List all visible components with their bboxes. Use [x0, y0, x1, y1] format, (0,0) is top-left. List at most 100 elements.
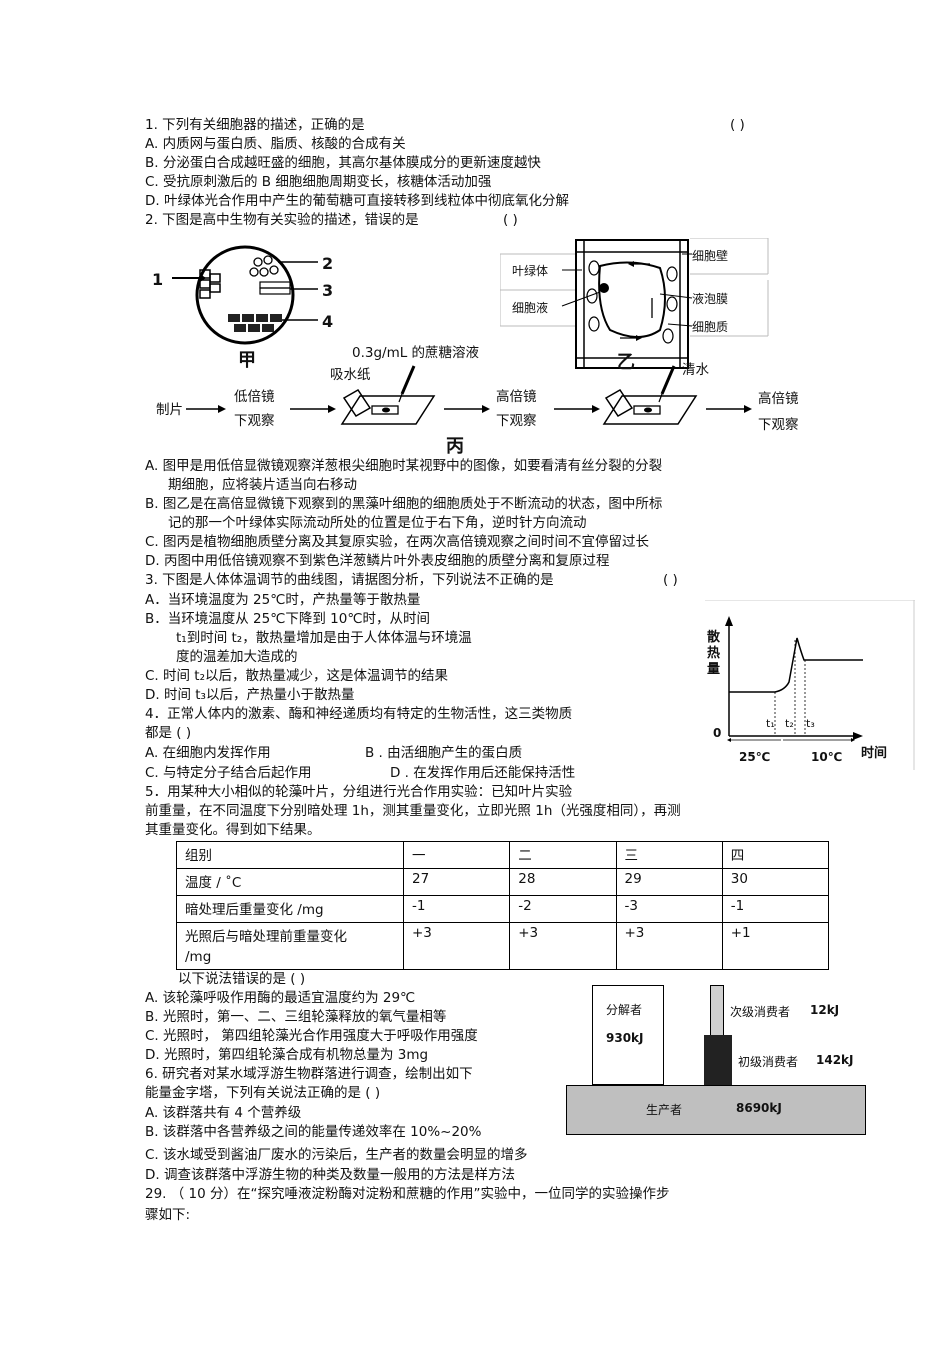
q3-chart-zero: 0	[713, 726, 722, 740]
q6-energy-pyramid: 分解者 930kJ 次级消费者 12kJ 初级消费者 142kJ 生产者 869…	[566, 985, 866, 1135]
q3-chart-t1: t₁	[766, 717, 775, 730]
q1-option-d: D. 叶绿体光合作用中产生的葡萄糖可直接转移到线粒体中彻底氧化分解	[145, 193, 569, 209]
q29-line1: 29. （ 10 分）在“探究唾液淀粉酶对淀粉和蔗糖的作用”实验中，一位同学的实…	[145, 1186, 670, 1202]
q5-stem-cont1: 前重量，在不同温度下分别暗处理 1h，测其重量变化，立即光照 1h（光强度相同）…	[145, 803, 681, 819]
q3-option-b: B．当环境温度从 25℃下降到 10℃时，从时间	[145, 611, 431, 627]
q3-stem: 3. 下图是人体体温调节的曲线图，请据图分析，下列说法不正确的是	[145, 572, 554, 588]
q3-chart-ylabel: 散热量	[707, 630, 721, 677]
q2-option-a: A. 图甲是用低倍显微镜观察洋葱根尖细胞时某视野中的图像，如要看清有丝分裂的分裂	[145, 458, 663, 474]
q2-bracket: ( )	[503, 212, 518, 228]
q6-stem: 6. 研究者对某水域浮游生物群落进行调查，绘制出如下	[145, 1066, 473, 1082]
q3-chart-xlabel: 时间	[861, 746, 888, 761]
table-header-cell: 四	[721, 841, 830, 869]
q5-option-d: D. 光照时，第四组轮藻合成有机物总量为 3mg	[145, 1047, 429, 1063]
q3-option-c: C. 时间 t₂以后，散热量减少，这是体温调节的结果	[145, 668, 449, 684]
q4-option-b: B . 由活细胞产生的蛋白质	[365, 745, 523, 761]
table-row: 温度 / ˚C 27 28 29 30	[176, 868, 830, 896]
q3-chart-seg1: 25℃	[739, 750, 771, 764]
bing-step-high1: 高倍镜	[496, 389, 537, 405]
table-cell: 30	[721, 868, 830, 896]
q3-chart-seg2: 10℃	[811, 750, 843, 764]
jia-label-4: 4	[322, 312, 334, 331]
table-cell: -1	[402, 895, 511, 923]
q5-option-b: B. 光照时，第一、二、三组轮藻释放的氧气量相等	[145, 1009, 447, 1025]
table-row: 光照后与暗处理前重量变化 /mg +3 +3 +3 +1	[176, 922, 830, 970]
table-cell: +1	[721, 922, 830, 970]
yi-caption: 乙	[617, 352, 635, 373]
q6-option-b: B. 该群落中各营养级之间的能量传递效率在 10%~20%	[145, 1124, 482, 1140]
pyramid-producer-label: 生产者	[646, 1103, 683, 1117]
q2-option-b: B. 图乙是在高倍显微镜下观察到的黑藻叶细胞的细胞质处于不断流动的状态，图中所标	[145, 496, 663, 512]
pyramid-decomposer-value: 930kJ	[606, 1031, 644, 1045]
pyramid-primary-value: 142kJ	[816, 1053, 854, 1067]
q3-option-d: D. 时间 t₃以后，产热量小于散热量	[145, 687, 355, 703]
q6-option-c: C. 该水域受到酱油厂废水的污染后，生产者的数量会明显的增多	[145, 1147, 528, 1163]
table-cell: 27	[402, 868, 511, 896]
yi-label-chloroplast: 叶绿体	[512, 264, 549, 278]
pyramid-decomposer-label: 分解者	[606, 1003, 643, 1017]
pyramid-producer-bar	[566, 1085, 866, 1135]
table-cell: -1	[721, 895, 830, 923]
bing-caption: 丙	[446, 436, 464, 457]
q5-stem-cont2: 其重量变化。得到如下结果。	[145, 822, 321, 838]
q3-chart-t3: t₃	[806, 717, 815, 730]
figure-yi: 叶绿体 细胞液 细胞壁 液泡膜 细胞质	[499, 237, 772, 370]
table-cell: 温度 / ˚C	[176, 868, 404, 896]
q3-option-b-cont2: 度的温差加大造成的	[176, 649, 298, 665]
table-header-row: 组别 一 二 三 四	[176, 841, 830, 869]
q2-stem: 2. 下图是高中生物有关实验的描述，错误的是	[145, 212, 419, 228]
pyramid-producer-value: 8690kJ	[736, 1101, 782, 1115]
table-cell: 29	[615, 868, 723, 896]
q5-sub: 以下说法错误的是 ( )	[178, 971, 306, 987]
bing-step-high3: 高倍镜	[758, 391, 799, 407]
q5-table: 组别 一 二 三 四 温度 / ˚C 27 28 29 30 暗处理后重量变化 …	[176, 841, 830, 970]
q6-stem-cont: 能量金字塔，下列有关说法正确的是 ( )	[145, 1085, 381, 1101]
q3-chart-t2: t₂	[785, 717, 794, 730]
bing-step-high2: 下观察	[496, 413, 537, 429]
q3-bracket: ( )	[663, 572, 678, 588]
bing-step-high4: 下观察	[758, 417, 799, 433]
table-cell: -3	[615, 895, 723, 923]
yi-label-cell-sap: 细胞液	[512, 301, 549, 315]
table-header-cell: 三	[615, 841, 723, 869]
table-cell: -2	[509, 895, 617, 923]
q6-option-d: D. 调查该群落中浮游生物的种类及数量一般用的方法是样方法	[145, 1167, 515, 1183]
table-cell: 暗处理后重量变化 /mg	[176, 895, 404, 923]
yi-label-cell-wall: 细胞壁	[692, 249, 729, 263]
table-cell-text: 光照后与暗处理前重量变化	[185, 929, 347, 945]
bing-absorbent: 吸水纸	[330, 367, 371, 383]
figure-jia: 1 2 3 4 甲	[150, 240, 350, 371]
q2-option-a-cont: 期细胞，应将装片适当向右移动	[168, 477, 357, 493]
pyramid-secondary-bar	[710, 985, 724, 1037]
q3-option-a: A．当环境温度为 25℃时，产热量等于散热量	[145, 592, 421, 608]
table-cell: 28	[509, 868, 617, 896]
bing-step-low1: 低倍镜	[234, 389, 275, 405]
q4-stem-cont: 都是 ( )	[145, 725, 192, 741]
q1-option-a: A. 内质网与蛋白质、脂质、核酸的合成有关	[145, 136, 406, 152]
q3-option-b-cont1: t₁到时间 t₂，散热量增加是由于人体体温与环境温	[176, 630, 472, 646]
q5-stem: 5．用某种大小相似的轮藻叶片，分组进行光合作用实验：已知叶片实验	[145, 784, 573, 800]
q1-option-b: B. 分泌蛋白合成越旺盛的细胞，其高尔基体膜成分的更新速度越快	[145, 155, 541, 171]
q4-stem: 4．正常人体内的激素、酶和神经递质均有特定的生物活性，这三类物质	[145, 706, 573, 722]
jia-label-2: 2	[322, 254, 334, 273]
q3-chart: 散热量 0 t₁ t₂ t₃ 25℃ 10℃ 时间	[705, 599, 915, 770]
q2-option-b-cont: 记的那一个叶绿体实际流动所处的位置是位于右下角，逆时针方向流动	[168, 515, 587, 531]
q5-option-a: A. 该轮藻呼吸作用酶的最适宜温度约为 29℃	[145, 990, 416, 1006]
table-header-cell: 二	[509, 841, 617, 869]
jia-label-1: 1	[152, 270, 164, 289]
bing-step-low2: 下观察	[234, 413, 275, 429]
pyramid-secondary-label: 次级消费者	[730, 1005, 791, 1019]
figure-bing: 制片 低倍镜 下观察 0.3g/mL 的蔗糖溶液 吸水纸 高倍镜 下观察 清水 …	[150, 344, 820, 457]
pyramid-primary-bar	[704, 1035, 732, 1085]
q1-bracket: ( )	[730, 117, 745, 133]
table-cell: +3	[402, 922, 511, 970]
bing-sucrose: 0.3g/mL 的蔗糖溶液	[352, 345, 480, 361]
jia-caption: 甲	[238, 350, 256, 371]
q2-option-d: D. 丙图中用低倍镜观察不到紫色洋葱鳞片叶外表皮细胞的质壁分离和复原过程	[145, 553, 610, 569]
q2-option-c: C. 图丙是植物细胞质壁分离及其复原实验，在两次高倍镜观察之间时间不宜停留过长	[145, 534, 650, 550]
table-row: 暗处理后重量变化 /mg -1 -2 -3 -1	[176, 895, 830, 923]
pyramid-primary-label: 初级消费者	[738, 1055, 799, 1069]
pyramid-secondary-value: 12kJ	[810, 1003, 840, 1017]
q5-option-c: C. 光照时， 第四组轮藻光合作用强度大于呼吸作用强度	[145, 1028, 478, 1044]
table-cell: +3	[615, 922, 723, 970]
